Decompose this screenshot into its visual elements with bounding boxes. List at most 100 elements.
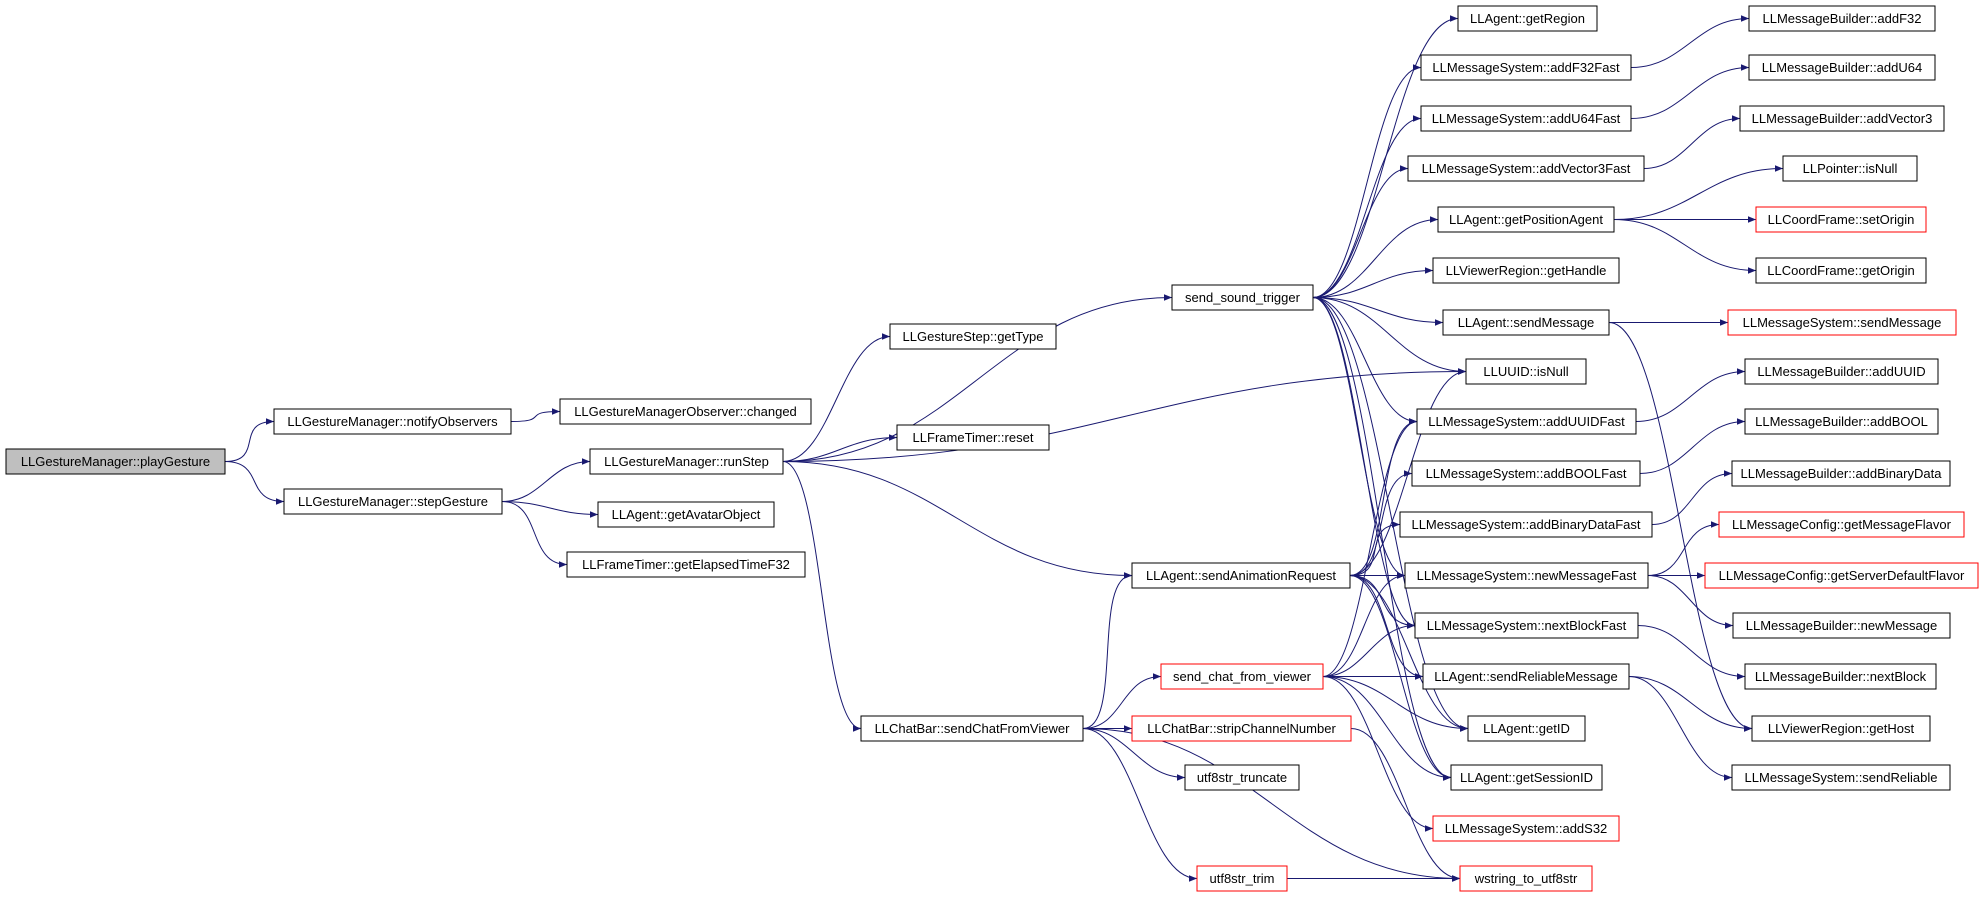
- graph-node[interactable]: LLCoordFrame::getOrigin: [1755, 257, 1927, 284]
- graph-node[interactable]: LLMessageConfig::getMessageFlavor: [1718, 511, 1965, 538]
- node-box[interactable]: [1404, 562, 1649, 589]
- graph-node[interactable]: LLAgent::getRegion: [1457, 5, 1598, 32]
- graph-node[interactable]: LLAgent::sendMessage: [1442, 309, 1610, 336]
- node-box[interactable]: [1467, 715, 1586, 742]
- graph-node[interactable]: LLMessageBuilder::addBOOL: [1744, 408, 1939, 435]
- node-box[interactable]: [1432, 257, 1620, 284]
- node-box[interactable]: [1416, 408, 1637, 435]
- node-box[interactable]: [1184, 764, 1300, 791]
- graph-node[interactable]: LLMessageBuilder::nextBlock: [1744, 663, 1937, 690]
- node-box[interactable]: [283, 488, 503, 515]
- graph-node[interactable]: LLMessageSystem::addS32: [1432, 815, 1620, 842]
- graph-node[interactable]: LLMessageBuilder::addBinaryData: [1731, 460, 1951, 487]
- graph-node[interactable]: LLAgent::sendAnimationRequest: [1131, 562, 1351, 589]
- node-box[interactable]: [896, 424, 1050, 451]
- node-box[interactable]: [1450, 764, 1603, 791]
- node-box[interactable]: [1782, 155, 1918, 182]
- node-box[interactable]: [1422, 663, 1630, 690]
- graph-node[interactable]: LLMessageBuilder::newMessage: [1732, 612, 1951, 639]
- node-box[interactable]: [1731, 764, 1951, 791]
- node-box[interactable]: [273, 408, 512, 435]
- graph-node[interactable]: utf8str_truncate: [1184, 764, 1300, 791]
- node-box[interactable]: [1465, 358, 1587, 385]
- node-box[interactable]: [1744, 358, 1939, 385]
- node-box[interactable]: [860, 715, 1084, 742]
- node-box[interactable]: [1748, 54, 1936, 81]
- graph-node[interactable]: LLMessageSystem::addBinaryDataFast: [1399, 511, 1653, 538]
- node-box[interactable]: [1755, 206, 1927, 233]
- node-box[interactable]: [1407, 155, 1645, 182]
- graph-node[interactable]: LLMessageConfig::getServerDefaultFlavor: [1704, 562, 1979, 589]
- node-box[interactable]: [1739, 105, 1945, 132]
- node-box[interactable]: [566, 551, 806, 578]
- graph-node[interactable]: LLGestureStep::getType: [889, 323, 1057, 350]
- graph-node[interactable]: LLMessageSystem::addBOOLFast: [1411, 460, 1641, 487]
- node-box[interactable]: [1744, 408, 1939, 435]
- node-box[interactable]: [1457, 5, 1598, 32]
- graph-node[interactable]: LLMessageBuilder::addUUID: [1744, 358, 1939, 385]
- graph-node[interactable]: LLGestureManager::stepGesture: [283, 488, 503, 515]
- node-box[interactable]: [889, 323, 1057, 350]
- graph-node[interactable]: LLCoordFrame::setOrigin: [1755, 206, 1927, 233]
- graph-node[interactable]: LLAgent::getAvatarObject: [597, 501, 775, 528]
- node-box[interactable]: [1432, 815, 1620, 842]
- graph-node[interactable]: LLChatBar::stripChannelNumber: [1131, 715, 1352, 742]
- graph-node[interactable]: LLMessageBuilder::addU64: [1748, 54, 1936, 81]
- graph-node[interactable]: send_chat_from_viewer: [1160, 663, 1324, 690]
- graph-node[interactable]: LLGestureManager::playGesture: [5, 448, 226, 475]
- node-box[interactable]: [1732, 612, 1951, 639]
- node-box[interactable]: [1411, 460, 1641, 487]
- graph-node[interactable]: LLMessageBuilder::addVector3: [1739, 105, 1945, 132]
- graph-node[interactable]: LLGestureManager::notifyObservers: [273, 408, 512, 435]
- node-box[interactable]: [1704, 562, 1979, 589]
- node-box[interactable]: [597, 501, 775, 528]
- graph-node[interactable]: utf8str_trim: [1196, 865, 1288, 892]
- node-box[interactable]: [589, 448, 784, 475]
- node-box[interactable]: [1131, 715, 1352, 742]
- graph-node[interactable]: LLViewerRegion::getHandle: [1432, 257, 1620, 284]
- graph-node[interactable]: LLMessageSystem::sendReliable: [1731, 764, 1951, 791]
- node-box[interactable]: [1442, 309, 1610, 336]
- node-box[interactable]: [1420, 105, 1632, 132]
- node-box[interactable]: [1160, 663, 1324, 690]
- graph-node[interactable]: LLMessageBuilder::addF32: [1748, 5, 1936, 32]
- graph-node[interactable]: LLMessageSystem::addUUIDFast: [1416, 408, 1637, 435]
- graph-node[interactable]: LLUUID::isNull: [1465, 358, 1587, 385]
- graph-node[interactable]: LLMessageSystem::nextBlockFast: [1414, 612, 1639, 639]
- graph-node[interactable]: LLMessageSystem::addU64Fast: [1420, 105, 1632, 132]
- node-box[interactable]: [1744, 663, 1937, 690]
- graph-node[interactable]: LLGestureManager::runStep: [589, 448, 784, 475]
- node-box[interactable]: [1414, 612, 1639, 639]
- graph-node[interactable]: LLFrameTimer::getElapsedTimeF32: [566, 551, 806, 578]
- graph-node[interactable]: LLMessageSystem::newMessageFast: [1404, 562, 1649, 589]
- graph-node[interactable]: LLGestureManagerObserver::changed: [559, 398, 812, 425]
- graph-node[interactable]: LLAgent::getSessionID: [1450, 764, 1603, 791]
- graph-node[interactable]: LLAgent::getID: [1467, 715, 1586, 742]
- node-box[interactable]: [5, 448, 226, 475]
- node-box[interactable]: [1731, 460, 1951, 487]
- node-box[interactable]: [1420, 54, 1632, 81]
- node-box[interactable]: [1748, 5, 1936, 32]
- graph-node[interactable]: LLMessageSystem::addF32Fast: [1420, 54, 1632, 81]
- node-box[interactable]: [1399, 511, 1653, 538]
- graph-node[interactable]: LLFrameTimer::reset: [896, 424, 1050, 451]
- graph-node[interactable]: LLAgent::sendReliableMessage: [1422, 663, 1630, 690]
- node-box[interactable]: [1718, 511, 1965, 538]
- node-box[interactable]: [1727, 309, 1957, 336]
- node-box[interactable]: [559, 398, 812, 425]
- graph-node[interactable]: LLPointer::isNull: [1782, 155, 1918, 182]
- graph-node[interactable]: send_sound_trigger: [1171, 284, 1314, 311]
- graph-node[interactable]: LLMessageSystem::sendMessage: [1727, 309, 1957, 336]
- graph-node[interactable]: LLChatBar::sendChatFromViewer: [860, 715, 1084, 742]
- node-box[interactable]: [1171, 284, 1314, 311]
- graph-node[interactable]: LLMessageSystem::addVector3Fast: [1407, 155, 1645, 182]
- graph-node[interactable]: LLViewerRegion::getHost: [1751, 715, 1931, 742]
- graph-node[interactable]: wstring_to_utf8str: [1459, 865, 1593, 892]
- node-box[interactable]: [1459, 865, 1593, 892]
- graph-node[interactable]: LLAgent::getPositionAgent: [1437, 206, 1615, 233]
- node-box[interactable]: [1755, 257, 1927, 284]
- node-box[interactable]: [1196, 865, 1288, 892]
- node-box[interactable]: [1437, 206, 1615, 233]
- node-box[interactable]: [1131, 562, 1351, 589]
- node-box[interactable]: [1751, 715, 1931, 742]
